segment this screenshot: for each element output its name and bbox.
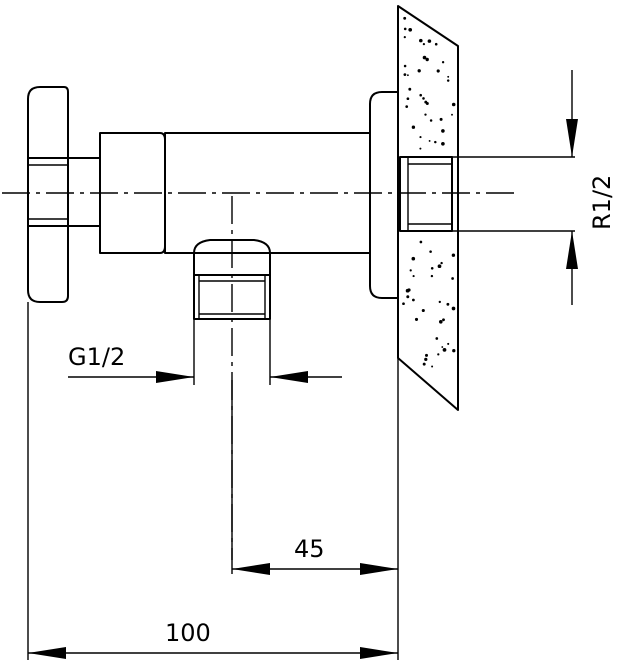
wall-speck bbox=[451, 277, 454, 280]
wall-speck bbox=[436, 69, 440, 73]
wall-speck bbox=[403, 64, 407, 68]
wall-specks bbox=[402, 16, 456, 368]
wall-speck bbox=[422, 362, 426, 366]
wall-speck bbox=[408, 27, 413, 32]
wall-speck bbox=[425, 102, 429, 105]
dimension-45: 45 bbox=[232, 535, 398, 575]
wall-speck bbox=[430, 267, 434, 270]
wall-speck bbox=[406, 295, 410, 299]
wall-speck bbox=[403, 27, 407, 31]
wall-speck bbox=[441, 141, 445, 146]
wall-speck bbox=[439, 117, 443, 121]
wall-rosette bbox=[369, 91, 399, 299]
wall-speck bbox=[409, 269, 412, 272]
wall-speck bbox=[429, 119, 433, 122]
dimension-label-g12: G1/2 bbox=[68, 343, 125, 371]
wall-speck bbox=[422, 42, 426, 46]
wall-speck bbox=[419, 240, 423, 244]
wall-speck bbox=[451, 102, 456, 107]
wall-speck bbox=[437, 264, 442, 269]
wall-speck bbox=[417, 69, 421, 73]
wall-speck bbox=[419, 93, 422, 97]
wall-speck bbox=[452, 349, 456, 353]
wall-speck bbox=[419, 147, 422, 150]
wall-speck bbox=[429, 250, 432, 253]
wall-speck bbox=[406, 97, 410, 101]
dimension-label-45: 45 bbox=[294, 535, 325, 563]
wall-speck bbox=[427, 39, 432, 43]
wall-speck bbox=[425, 353, 428, 357]
wall-speck bbox=[411, 125, 416, 129]
dimension-label-r12: R1/2 bbox=[588, 175, 616, 230]
wall-speck bbox=[424, 113, 427, 116]
wall-speck bbox=[442, 318, 445, 322]
wall-speck bbox=[434, 42, 438, 46]
wall-speck bbox=[438, 319, 443, 324]
wall-speck bbox=[451, 253, 456, 257]
dimension-label-100: 100 bbox=[165, 619, 211, 647]
wall-speck bbox=[435, 337, 439, 340]
wall-speck bbox=[430, 274, 434, 278]
wall-speck bbox=[412, 298, 415, 302]
wall-speck bbox=[419, 136, 422, 139]
wall-speck bbox=[447, 342, 450, 345]
inlet-nipple bbox=[399, 156, 575, 232]
wall-speck bbox=[403, 16, 407, 20]
wall-speck bbox=[403, 73, 407, 76]
wall-speck bbox=[411, 256, 416, 261]
wall-speck bbox=[422, 97, 425, 100]
wall-section bbox=[397, 5, 459, 411]
wall-speck bbox=[441, 61, 445, 64]
dimension-g12: G1/2 bbox=[68, 343, 342, 383]
wall-speck bbox=[407, 74, 409, 77]
wall-speck bbox=[431, 365, 434, 368]
valve-handle bbox=[27, 86, 101, 303]
wall-speck bbox=[446, 79, 450, 82]
wall-speck bbox=[442, 348, 447, 352]
wall-speck bbox=[405, 105, 409, 108]
wall-speck bbox=[441, 346, 444, 348]
wall-speck bbox=[428, 139, 431, 142]
wall-speck bbox=[412, 275, 415, 278]
wall-speck bbox=[438, 300, 441, 304]
wall-speck bbox=[451, 113, 453, 116]
wall-speck bbox=[424, 357, 428, 362]
wall-speck bbox=[422, 55, 427, 60]
wall-speck bbox=[434, 140, 437, 144]
wall-speck bbox=[446, 302, 450, 306]
wall-speck bbox=[402, 302, 405, 306]
wall-speck bbox=[441, 129, 445, 133]
dimension-r12: R1/2 bbox=[566, 70, 616, 305]
wall-speck bbox=[437, 353, 440, 356]
wall-speck bbox=[440, 261, 443, 265]
wall-speck bbox=[419, 38, 423, 43]
extension-lines bbox=[27, 300, 399, 660]
wall-speck bbox=[447, 75, 450, 78]
wall-speck bbox=[405, 288, 410, 293]
wall-speck bbox=[414, 317, 419, 321]
wall-speck bbox=[425, 57, 429, 62]
dimension-100: 100 bbox=[28, 619, 398, 659]
wall-speck bbox=[403, 36, 406, 39]
wall-speck bbox=[408, 87, 412, 91]
wall-speck bbox=[451, 306, 456, 311]
wall-speck bbox=[421, 308, 425, 313]
